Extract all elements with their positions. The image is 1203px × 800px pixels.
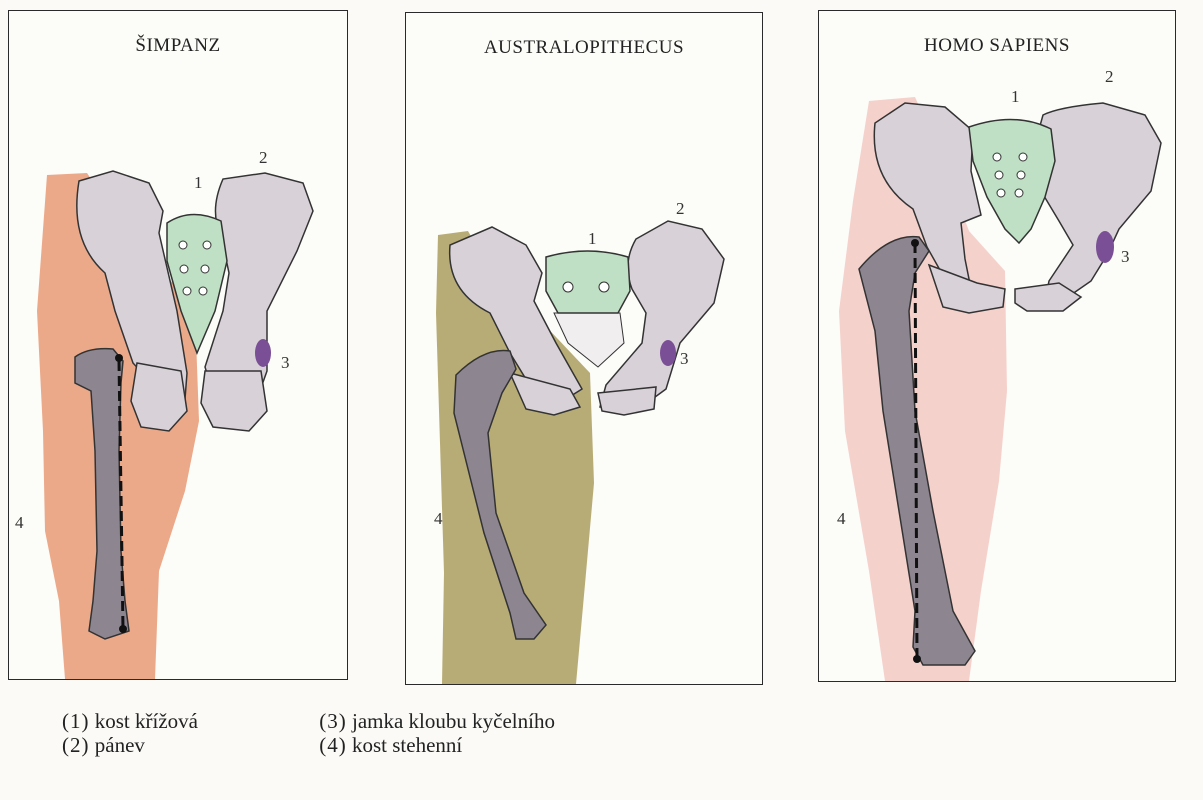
legend-text: pánev	[95, 733, 145, 757]
legend-item-socket: (3) jamka kloubu kyčelního	[319, 709, 555, 733]
label-femur: 4	[434, 509, 443, 529]
sacrum-bone	[546, 251, 630, 313]
label-socket: 3	[1121, 247, 1130, 267]
label-sacrum: 1	[588, 229, 597, 249]
legend-number: (1)	[62, 709, 90, 733]
panel-homo-sapiens: HOMO SAPIENS 1 2 3 4	[818, 10, 1176, 682]
legend-row: (1) kost křížová (3) jamka kloubu kyčeln…	[62, 709, 555, 733]
pelvis-left-ischium	[131, 363, 187, 431]
legend-number: (3)	[319, 709, 347, 733]
panel-chimpanzee: ŠIMPANZ 1 2 3 4	[8, 10, 348, 680]
label-socket: 3	[281, 353, 290, 373]
legend: (1) kost křížová (3) jamka kloubu kyčeln…	[62, 709, 555, 757]
sacrum-bone	[969, 119, 1055, 243]
label-pelvis: 2	[1105, 67, 1114, 87]
label-sacrum: 1	[194, 173, 203, 193]
legend-text: kost křížová	[95, 709, 198, 733]
pelvis-right-ischium	[201, 371, 267, 431]
homo-sapiens-illustration	[819, 11, 1175, 681]
label-socket: 3	[680, 349, 689, 369]
chimpanzee-illustration	[9, 11, 347, 679]
legend-item-sacrum: (1) kost křížová	[62, 709, 314, 733]
legend-number: (4)	[319, 733, 347, 757]
legend-number: (2)	[62, 733, 90, 757]
legend-text: jamka kloubu kyčelního	[352, 709, 555, 733]
legend-item-femur: (4) kost stehenní	[319, 733, 462, 757]
legend-item-pelvis: (2) pánev	[62, 733, 314, 757]
label-pelvis: 2	[259, 148, 268, 168]
australopithecus-illustration	[406, 13, 762, 684]
hip-socket	[660, 340, 676, 366]
legend-row: (2) pánev (4) kost stehenní	[62, 733, 555, 757]
label-pelvis: 2	[676, 199, 685, 219]
label-sacrum: 1	[1011, 87, 1020, 107]
hip-socket	[1096, 231, 1114, 263]
label-femur: 4	[837, 509, 846, 529]
legend-text: kost stehenní	[352, 733, 462, 757]
label-femur: 4	[15, 513, 24, 533]
hip-socket	[255, 339, 271, 367]
panel-australopithecus: AUSTRALOPITHECUS 1 2 3 4	[405, 12, 763, 685]
